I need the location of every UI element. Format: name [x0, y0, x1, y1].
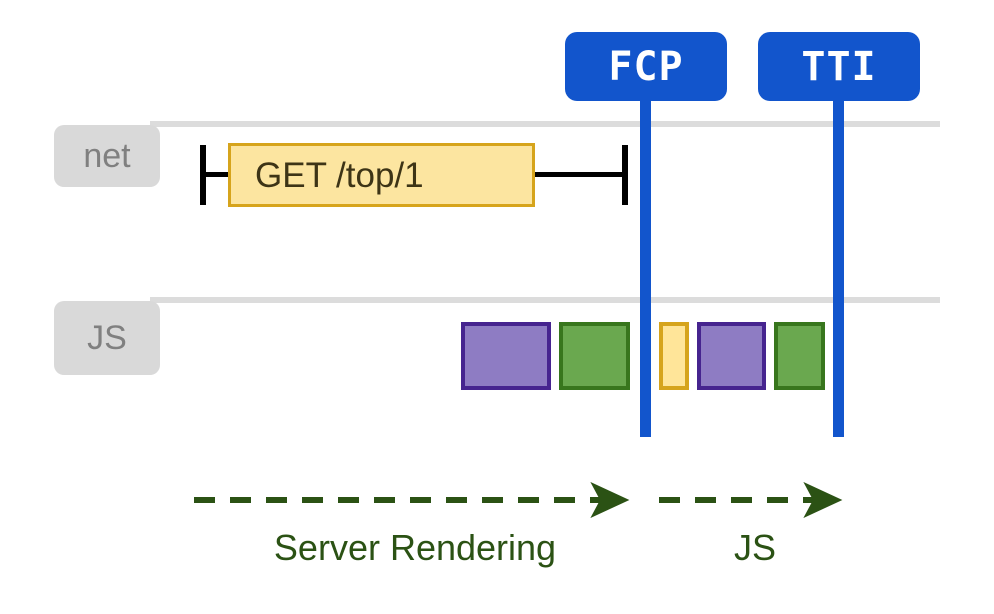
- tti-marker-line: [833, 96, 844, 437]
- tti-marker-badge[interactable]: TTI: [758, 32, 920, 101]
- js-track-line: [150, 297, 940, 303]
- network-request-block[interactable]: GET /top/1: [228, 143, 535, 207]
- lane-label-net: net: [54, 125, 160, 187]
- js-task-block-5[interactable]: [774, 322, 825, 390]
- request-start-cap: [200, 145, 206, 205]
- fcp-marker-badge[interactable]: FCP: [565, 32, 727, 101]
- request-leading-rule: [204, 172, 232, 177]
- lane-label-js: JS: [54, 301, 160, 375]
- js-task-block-3[interactable]: [659, 322, 689, 390]
- fcp-marker-line: [640, 96, 651, 437]
- request-end-cap: [622, 145, 628, 205]
- phase-label-server-rendering: Server Rendering: [273, 527, 557, 568]
- phase-label-js: JS: [733, 527, 776, 568]
- js-task-block-2[interactable]: [559, 322, 630, 390]
- js-phase-arrow: [659, 482, 843, 518]
- network-request-label: GET /top/1: [255, 155, 424, 195]
- js-task-block-1[interactable]: [461, 322, 551, 390]
- js-task-block-4[interactable]: [697, 322, 766, 390]
- net-track-line: [150, 121, 940, 127]
- request-trailing-rule: [532, 172, 624, 177]
- server-rendering-phase-arrow: [194, 482, 630, 518]
